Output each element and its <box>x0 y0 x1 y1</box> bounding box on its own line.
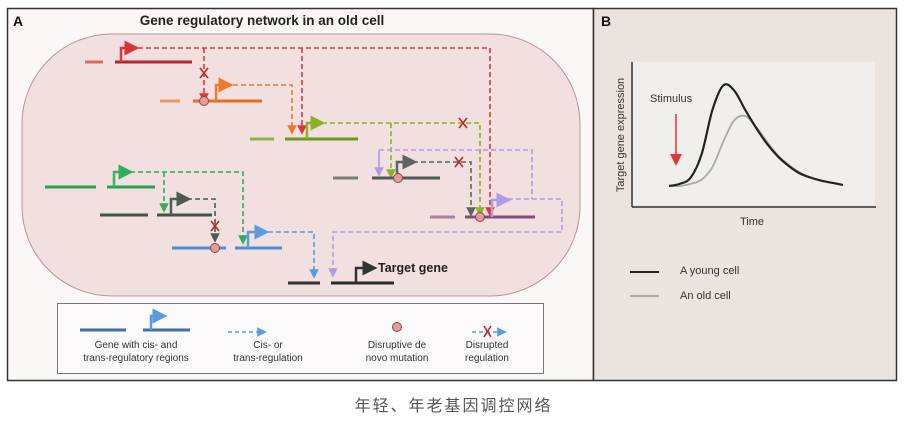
edge-green-blue <box>130 171 248 245</box>
edge-olive-purple <box>322 122 485 217</box>
legend-mutation-line2: novo mutation <box>366 353 429 364</box>
legend-disrupted-line2: regulation <box>465 353 509 364</box>
legend-gene-line2: trans-regulatory regions <box>83 353 189 364</box>
mutations <box>199 96 485 253</box>
y-axis-label: Target gene expression <box>615 78 627 192</box>
x-mark-icon <box>454 156 464 168</box>
mutation-icon <box>199 96 209 106</box>
legend-disrupted-line1: Disrupted <box>466 340 509 351</box>
x-axis-label: Time <box>740 216 764 228</box>
legend-gene-line1: Gene with cis- and <box>95 340 178 351</box>
edge-red-purple <box>138 47 495 217</box>
legend-disrupted-icon <box>472 325 507 338</box>
mutation-icon <box>210 243 220 253</box>
x-mark-icon <box>210 220 220 232</box>
legend-regulation-line2: trans-regulation <box>233 353 302 364</box>
panel-a-legend <box>57 303 544 374</box>
panel-b-label: B <box>601 13 611 29</box>
legend-old-label: An old cell <box>680 290 731 302</box>
panel-a-title: Gene regulatory network in an old cell <box>140 13 385 28</box>
legend-regulation-line1: Cis- or <box>253 340 283 351</box>
legend-gene-icon <box>80 308 190 332</box>
chart-series <box>668 83 844 188</box>
disruption-marks <box>199 67 468 232</box>
legend-mutation-line1: Disruptive de <box>368 340 427 351</box>
edge-blue-target <box>268 231 319 279</box>
target-gene-label: Target gene <box>378 261 448 275</box>
edge-gray-purple <box>413 161 476 217</box>
figure-caption: 年轻、年老基因调控网络 <box>354 396 553 415</box>
legend-young-label: A young cell <box>680 265 739 277</box>
figure: A Gene regulatory network in an old cell <box>6 7 898 382</box>
mutation-icon <box>475 212 485 222</box>
chart-plot-area <box>633 62 875 205</box>
x-mark-icon <box>199 67 209 79</box>
panel-a-label: A <box>13 13 23 29</box>
edge-orange-olive <box>225 84 297 135</box>
x-mark-icon <box>458 117 468 129</box>
stimulus-label: Stimulus <box>650 93 693 105</box>
edge-purple-target <box>328 198 563 278</box>
legend-mutation-icon <box>392 322 402 332</box>
cell-body <box>21 33 581 297</box>
edge-darkgreen-blue <box>187 198 220 243</box>
series-line-a-young-cell <box>668 83 844 188</box>
mutation-icon <box>393 173 403 183</box>
